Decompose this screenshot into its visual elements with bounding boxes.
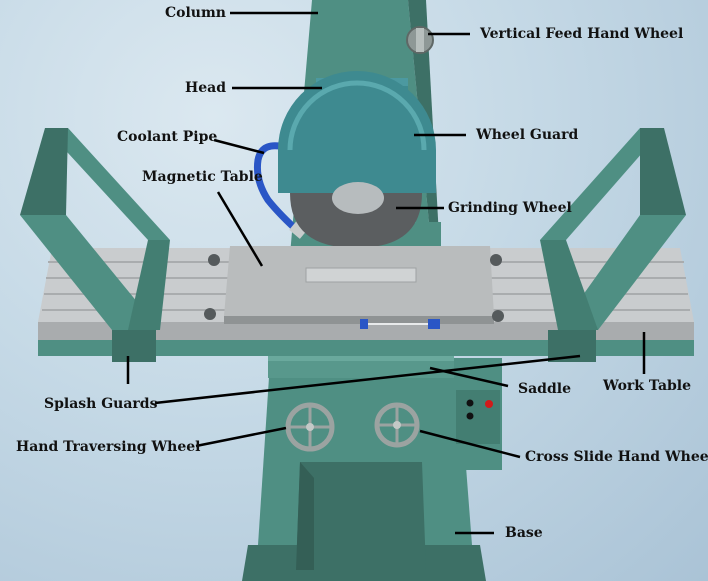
label-head: Head — [185, 80, 226, 96]
base-part — [242, 362, 486, 581]
leader-lines — [126, 11, 646, 535]
hand-traversing-leader-line — [195, 426, 287, 448]
splash-guards-part — [20, 128, 686, 362]
wheel-guard-part — [278, 71, 436, 193]
label-coolant-pipe: Coolant Pipe — [117, 129, 218, 145]
label-magnetic-table: Magnetic Table — [142, 169, 263, 185]
label-base: Base — [505, 525, 543, 541]
label-column: Column — [165, 5, 226, 21]
label-wheel-guard: Wheel Guard — [476, 127, 579, 143]
magnetic-table-part — [204, 246, 504, 324]
label-splash-guards: Splash Guards — [44, 396, 158, 412]
cross-slide-leader-line — [419, 429, 521, 459]
label-vertical-feed-hand-wheel: Vertical Feed Hand Wheel — [480, 26, 684, 42]
magnetic-table-leader-line — [216, 191, 264, 267]
label-saddle: Saddle — [518, 381, 571, 397]
cross-slide-hand-wheel-part — [374, 402, 420, 448]
splash-guards-leader-line-2 — [154, 354, 581, 405]
saddle-part — [268, 356, 454, 378]
label-cross-slide-hand-wheel: Cross Slide Hand Wheel — [525, 449, 708, 465]
label-grinding-wheel: Grinding Wheel — [448, 200, 572, 216]
label-hand-traversing-wheel: Hand Traversing Wheel — [16, 439, 201, 455]
coolant-pipe-leader-line — [213, 138, 265, 155]
coolant-pipe-part — [254, 142, 303, 236]
vertical-feed-hand-wheel-part — [406, 26, 434, 54]
hand-traversing-wheel-part — [285, 402, 335, 452]
label-work-table: Work Table — [603, 378, 692, 394]
grinding-wheel-part — [290, 182, 422, 248]
